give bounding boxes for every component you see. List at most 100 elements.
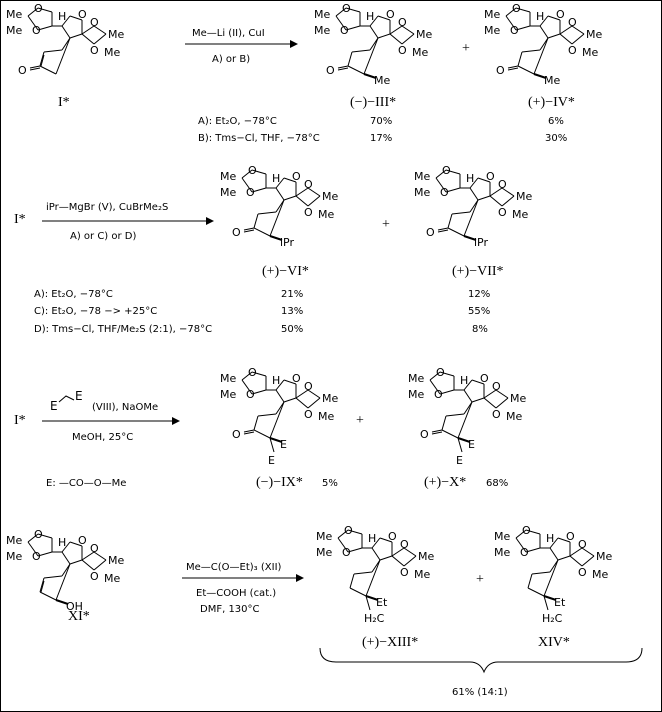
bond [435, 169, 447, 179]
atom-label: Me [6, 534, 22, 547]
atom-label: Me [592, 568, 608, 581]
atom-label: Me [516, 190, 532, 203]
bond [483, 389, 497, 399]
bond [401, 33, 415, 45]
start-row2: I* [14, 212, 26, 227]
bond [437, 227, 449, 231]
bond [283, 177, 297, 183]
bond [377, 15, 391, 21]
atom-label: O [90, 16, 99, 29]
atom-label: Me [318, 208, 334, 221]
bond [539, 25, 549, 39]
atom-label: O [498, 206, 507, 219]
bond [295, 195, 309, 207]
atom-label: OH [66, 600, 83, 613]
atom-label: O [246, 388, 255, 401]
bond [351, 49, 371, 53]
bond [345, 7, 361, 13]
atom-label: O [578, 538, 587, 551]
atom-label: O [342, 2, 351, 15]
atom-label: O [344, 524, 353, 537]
solvent-row4: DMF, 130°C [200, 604, 260, 615]
atom-label: O [292, 372, 301, 385]
atom-label: O [568, 44, 577, 57]
bond [445, 413, 465, 417]
yield-row1-A-III: 70% [370, 116, 392, 127]
atom-label: E [268, 454, 275, 467]
bond [275, 187, 285, 201]
bond [389, 25, 403, 35]
atom-label: Me [414, 186, 430, 199]
label-compound-XIV: XIV* [538, 635, 570, 650]
label-compound-VI: (+)−VI* [262, 264, 309, 279]
bond [435, 177, 447, 193]
bond [569, 555, 583, 567]
bond [403, 555, 417, 567]
bond [275, 389, 285, 403]
atom-label: O [398, 44, 407, 57]
start-row3: I* [14, 413, 26, 428]
atom-label: Me [544, 74, 560, 87]
label-compound-XI: XI* [68, 609, 90, 624]
bond [371, 547, 381, 561]
atom-label: O [304, 380, 313, 393]
atom-label: Me [6, 24, 22, 37]
atom-label: Me [596, 550, 612, 563]
bond [275, 177, 285, 189]
bond [55, 563, 71, 601]
atom-label: O [492, 380, 501, 393]
label-compound-XIII: (+)−XIII* [362, 635, 418, 650]
bond [243, 229, 255, 233]
bond [253, 213, 259, 229]
atom-label: Me [314, 8, 330, 21]
cond-row1-B: B): Tms−Cl, THF, −78°C [198, 133, 320, 144]
atom-label: Me [314, 24, 330, 37]
bond [581, 555, 595, 567]
atom-label: Et [554, 596, 566, 609]
atom-label: Me [220, 186, 236, 199]
bond [559, 33, 573, 45]
cond-row2-C: C): Et₂O, −78 −> +25°C [34, 306, 157, 317]
atom-label: E [280, 438, 287, 451]
cond-row2-A: A): Et₂O, −78°C [34, 289, 113, 300]
bond [501, 187, 515, 197]
atom-label: O [436, 366, 445, 379]
atom-label: O [304, 178, 313, 191]
bond [61, 541, 71, 553]
cond-row1-A: A): Et₂O, −78°C [198, 116, 277, 127]
bond [403, 547, 417, 557]
atom-label: Me [220, 388, 236, 401]
bond [507, 67, 519, 71]
atom-label: O [566, 530, 575, 543]
bond [275, 379, 285, 391]
bond [93, 25, 107, 35]
atom-label: O [556, 8, 565, 21]
bond [81, 559, 95, 571]
product-brace [319, 647, 643, 674]
bond [483, 397, 497, 409]
plus-row4: + [476, 572, 484, 587]
bond [307, 389, 321, 399]
bond [283, 195, 297, 201]
atom-label: O [386, 8, 395, 21]
arrowhead-row4 [296, 574, 304, 582]
atom-label: Me [220, 170, 236, 183]
atom-label: Me [322, 392, 338, 405]
bond [471, 379, 485, 385]
bond [295, 389, 309, 399]
bond [69, 15, 83, 21]
atom-label: Me [510, 392, 526, 405]
atom-label: O [510, 24, 519, 37]
bond [55, 599, 69, 605]
bond [69, 541, 83, 547]
bond [365, 559, 381, 597]
atom-label: O [512, 2, 521, 15]
bond [363, 73, 377, 79]
bond [353, 571, 373, 575]
bond [543, 595, 549, 611]
